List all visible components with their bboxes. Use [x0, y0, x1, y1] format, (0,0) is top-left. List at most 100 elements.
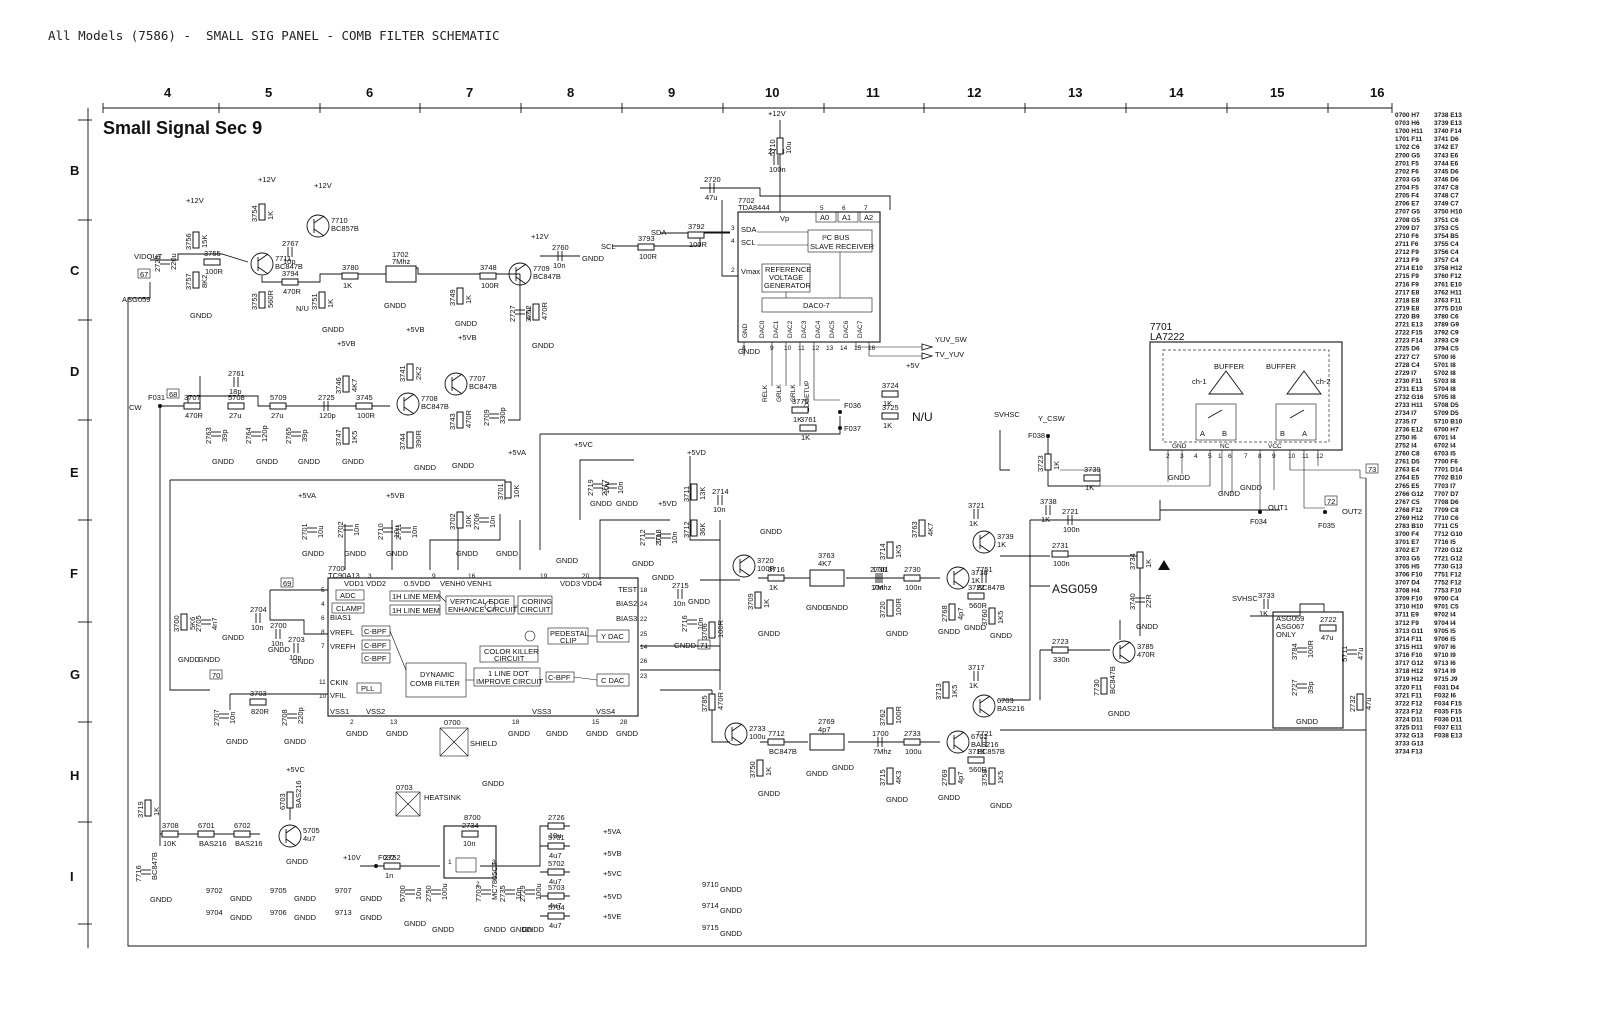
transistor-ref: 7707 — [469, 374, 486, 383]
part-value: 120p — [260, 425, 269, 442]
gndd-label: GNDD — [432, 925, 455, 934]
part-ref: 2720 — [704, 175, 721, 184]
pin-number: 11 — [319, 679, 326, 686]
net-label: +5VD — [603, 892, 623, 901]
block-label: CIRCUIT — [494, 654, 525, 663]
part-ref: 2765 — [284, 427, 293, 444]
index-entry: 2715 F9 — [1395, 273, 1419, 280]
part-ref: 3709 — [746, 593, 755, 610]
part-ref: 3755 — [204, 249, 221, 258]
part-value: 47u — [1321, 633, 1334, 642]
index-entry: 7709 C8 — [1434, 507, 1459, 514]
row-label: F — [70, 566, 78, 581]
block-label: COMB FILTER — [410, 679, 460, 688]
page-title: All Models (7586) - SMALL SIG PANEL - CO… — [48, 28, 500, 43]
part-value: MC7805CT — [490, 861, 499, 900]
pin-number: 2 — [350, 719, 354, 726]
pin-number: 3 — [368, 573, 372, 580]
index-entry: 2718 E8 — [1395, 297, 1420, 304]
index-entry: 7708 D6 — [1434, 499, 1459, 506]
resistor-body — [708, 621, 716, 639]
index-entry: 2713 F9 — [1395, 257, 1419, 264]
part-ref: 6702 — [234, 821, 251, 830]
transistor-collector — [953, 567, 965, 576]
index-entry: 2719 E8 — [1395, 305, 1420, 312]
index-entry: 5702 I8 — [1434, 370, 1456, 377]
index-entry: 2729 I7 — [1395, 370, 1417, 377]
gndd-label: GNDD — [720, 885, 743, 894]
gndd-label: GNDD — [190, 311, 213, 320]
pin-label: SCL — [741, 238, 756, 247]
index-entry: 7721 G12 — [1434, 555, 1463, 562]
part-ref: 9714 — [702, 901, 719, 910]
gndd-label: GNDD — [360, 913, 383, 922]
part-ref: 2728 — [153, 255, 162, 272]
gndd-label: GNDD — [294, 913, 317, 922]
gndd-label: GNDD — [344, 549, 367, 558]
pin-number: 23 — [640, 673, 648, 680]
part-value: BAS216 — [294, 780, 303, 808]
part-value: 4K3 — [894, 771, 903, 784]
net-label: +5VC — [574, 440, 594, 449]
part-ref: 3717 — [968, 663, 985, 672]
part-value: 4u7 — [549, 901, 562, 910]
resistor-body — [767, 738, 785, 746]
resistor-body — [886, 707, 894, 725]
index-entry: 5705 I8 — [1434, 394, 1456, 401]
part-value: 470R — [540, 301, 549, 320]
gndd-label: GNDD — [886, 795, 909, 804]
block-label: DYNAMIC — [420, 670, 455, 679]
part-value: BC847B — [977, 583, 1005, 592]
gndd-label: GNDD — [720, 906, 743, 915]
transistor-part: 470R — [1137, 650, 1156, 659]
frame — [78, 103, 1393, 948]
gndd-label: GNDD — [1136, 622, 1159, 631]
gndd-label: GNDD — [286, 857, 309, 866]
pin-label: CKIN — [330, 678, 348, 687]
part-ref: 3702 — [448, 513, 457, 530]
pin-label: DAC0 — [759, 320, 766, 338]
part-ref: 9705 — [270, 886, 287, 895]
pin-label: A1 — [842, 213, 851, 222]
index-entry: 3742 E7 — [1434, 144, 1459, 151]
resistor-body — [286, 791, 294, 809]
part-ref: 0700 — [444, 718, 461, 727]
part-ref: 2733 — [904, 729, 921, 738]
part-ref: 2708 — [280, 709, 289, 726]
transistor-body — [946, 566, 970, 590]
part-value: 39p — [1306, 681, 1315, 694]
part-ref: 5708 — [228, 393, 245, 402]
part-ref: 2715 — [672, 581, 689, 590]
transistor-collector — [451, 373, 463, 382]
block-label: C-BPF — [364, 654, 387, 663]
index-entry: 7730 G13 — [1434, 563, 1463, 570]
la-pin-numbers: 2 3 4 5 1 6 7 8 9 10 11 12 — [1060, 450, 1366, 510]
pin-number: 1 — [448, 859, 452, 866]
resistor-body — [258, 291, 266, 309]
index-entry: 2760 C8 — [1395, 451, 1420, 458]
index-entry: 2716 F9 — [1395, 281, 1419, 288]
part-ref: 3763 — [910, 521, 919, 538]
net-label: +12V — [768, 109, 786, 118]
index-entry: 1700 H11 — [1395, 128, 1423, 135]
index-entry: 2765 E5 — [1395, 483, 1420, 490]
